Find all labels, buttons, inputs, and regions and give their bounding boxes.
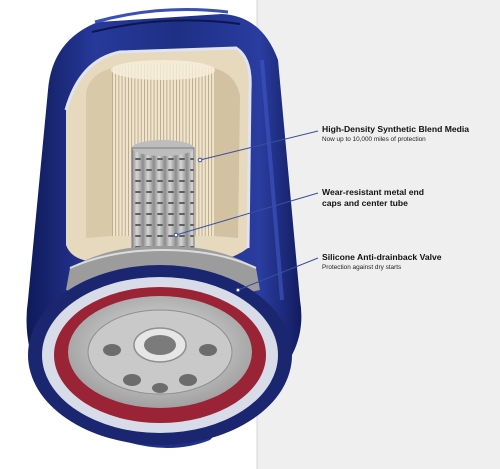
callout-subtitle: Now up to 10,000 miles of protection: [322, 135, 426, 143]
filter-base: [28, 265, 292, 445]
leader-dot-end-caps: [173, 232, 179, 238]
callout-title: Silicone Anti-drainback Valve: [322, 252, 442, 262]
leader-dot-media: [197, 157, 203, 163]
callout-end-caps: Wear-resistant metal end caps and center…: [322, 187, 498, 208]
callout-subtitle: Protection against dry starts: [322, 263, 402, 271]
leader-dot-valve: [235, 287, 241, 293]
leader-line-end-caps: [175, 192, 319, 236]
leader-line-valve: [237, 257, 319, 291]
callout-title-line: Wear-resistant metal end: [322, 187, 425, 197]
leader-line-media: [199, 130, 319, 161]
background-panel: [257, 0, 500, 469]
callout-title-line: caps and center tube: [322, 197, 408, 208]
callout-title: High-Density Synthetic Blend Media: [322, 124, 470, 134]
callout-drainback-valve: Silicone Anti-drainback Valve Protection…: [322, 252, 498, 272]
leader-lines: [173, 130, 319, 293]
callout-synthetic-media: High-Density Synthetic Blend Media Now u…: [322, 124, 498, 144]
